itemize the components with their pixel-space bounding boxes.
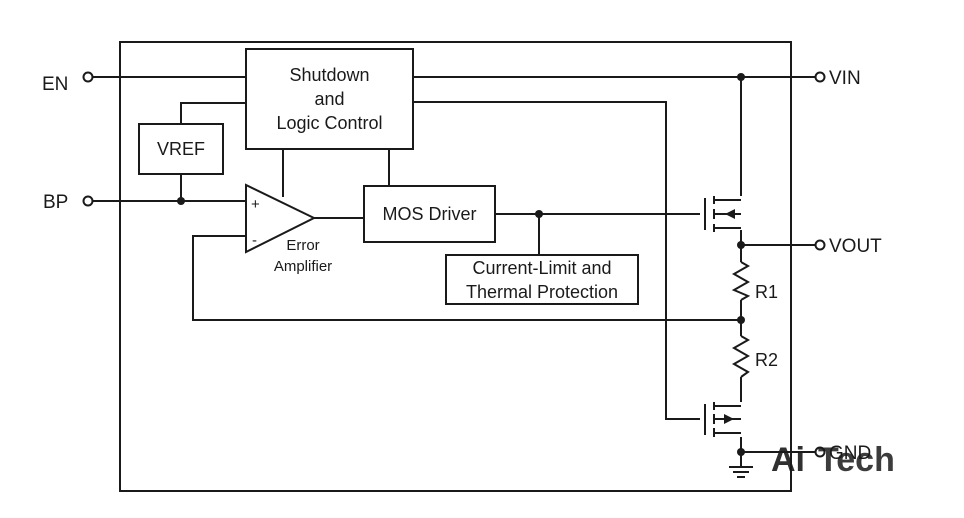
shutdown-label-line3: Logic Control <box>276 113 382 133</box>
vout-pin-terminal-icon <box>814 239 826 251</box>
mos-driver-block: MOS Driver <box>363 185 496 243</box>
amp-plus-sign: + <box>251 196 260 213</box>
vin-pin-label: VIN <box>829 68 861 89</box>
gnd-pin-terminal-icon <box>814 446 826 458</box>
shutdown-label-line2: and <box>314 89 344 109</box>
vin-pin-terminal-icon <box>814 71 826 83</box>
resistor-r1-icon <box>731 261 751 301</box>
junction-dots <box>177 73 745 456</box>
pin-vin: VIN <box>814 68 861 89</box>
current-limit-line2: Thermal Protection <box>466 282 618 302</box>
pmos-pass-transistor-icon <box>704 196 741 232</box>
ground-icon <box>729 466 753 478</box>
amp-label-line2: Amplifier <box>274 258 332 275</box>
pin-en: EN <box>42 71 94 95</box>
error-amplifier: + - Error Amplifier <box>245 183 332 275</box>
nmos-pulldown-transistor-icon <box>704 402 741 437</box>
pin-bp: BP <box>43 192 94 213</box>
aitech-watermark: Ai Tech <box>771 441 895 479</box>
vout-pin-label: VOUT <box>829 236 882 257</box>
vref-block: VREF <box>138 123 224 175</box>
bp-pin-label: BP <box>43 192 68 213</box>
watermark-part2: Tech <box>818 441 895 479</box>
shutdown-label-line1: Shutdown <box>289 65 369 85</box>
en-pin-label: EN <box>42 74 68 95</box>
resistor-r2-icon <box>731 335 751 378</box>
en-pin-terminal-icon <box>82 71 94 83</box>
amp-minus-sign: - <box>252 232 257 249</box>
watermark-part1: Ai <box>771 441 805 479</box>
vref-label: VREF <box>157 139 205 159</box>
pin-gnd: GND <box>814 443 871 464</box>
amp-label-line1: Error <box>286 237 319 254</box>
wires <box>92 76 820 467</box>
r1-label: R1 <box>755 282 778 302</box>
current-limit-line1: Current-Limit and <box>472 258 611 278</box>
chip-boundary <box>119 41 792 492</box>
shutdown-logic-block: Shutdown and Logic Control <box>245 48 414 150</box>
pin-vout: VOUT <box>814 236 882 257</box>
r2-label: R2 <box>755 350 778 370</box>
gnd-pin-label: GND <box>829 443 871 464</box>
current-limit-block: Current-Limit and Thermal Protection <box>445 254 639 305</box>
bp-pin-terminal-icon <box>82 195 94 207</box>
mos-driver-label: MOS Driver <box>383 204 477 224</box>
